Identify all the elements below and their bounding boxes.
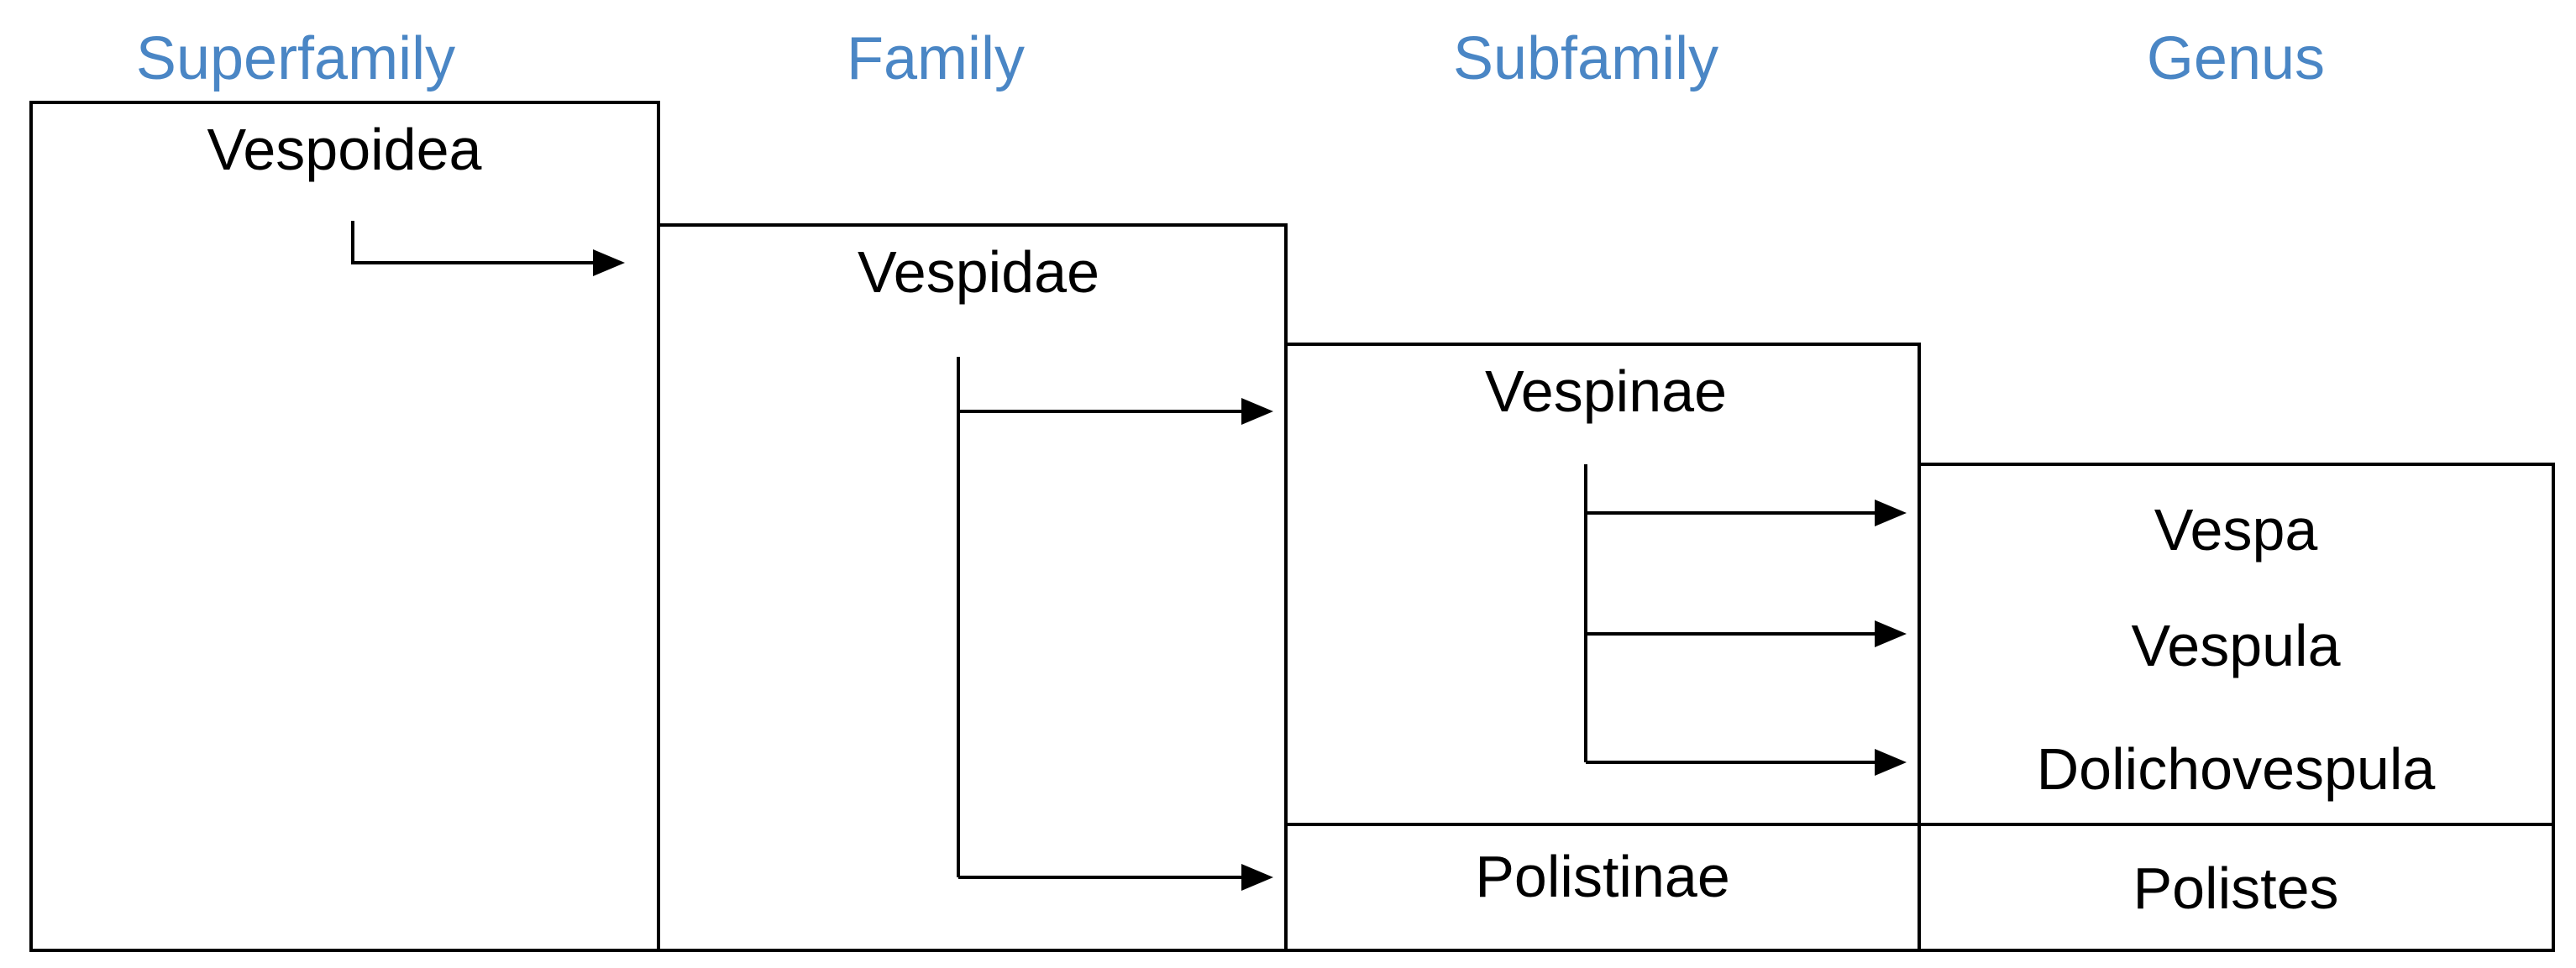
node-vespula: Vespula [2131,613,2340,678]
header-superfamily: Superfamily [136,25,455,92]
superfamily-box [29,101,660,952]
connector-vespinae-children [1584,464,1907,776]
family-box [657,223,1288,952]
node-vespinae: Vespinae [1485,358,1727,424]
connector-vespoidea-vespidae [351,221,625,276]
header-genus: Genus [2147,25,2325,92]
node-vespa: Vespa [2154,497,2318,562]
node-polistes: Polistes [2133,856,2338,921]
node-dolichovespula: Dolichovespula [2037,736,2436,802]
header-subfamily: Subfamily [1453,25,1718,92]
genus-polistes-box [1918,823,2555,952]
node-polistinae: Polistinae [1475,844,1730,909]
connector-vespidae-children [957,357,1273,891]
header-family: Family [847,25,1025,92]
node-vespoidea: Vespoidea [207,117,482,182]
node-vespidae: Vespidae [858,239,1099,305]
